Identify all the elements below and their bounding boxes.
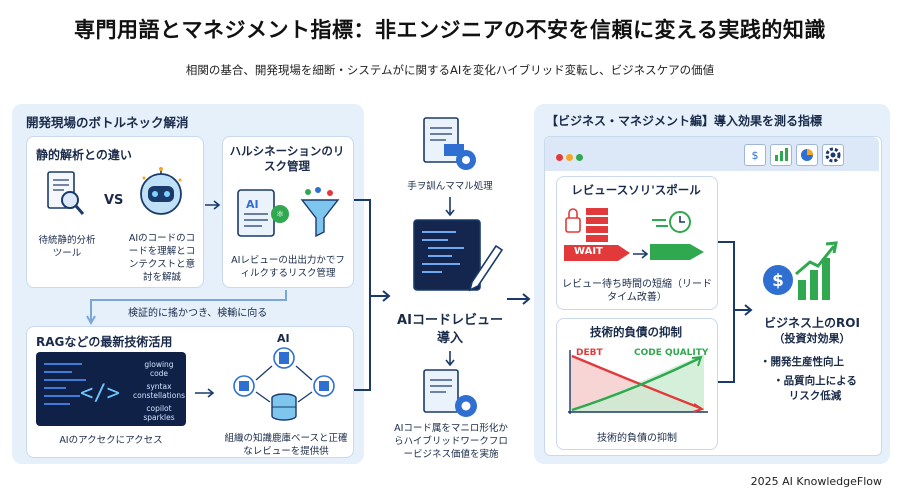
knowledge-base-caption: 組織の知識鹿庫ベースと正確なレビューを提供供 (224, 433, 348, 457)
ai-document-icon: ⚛ (236, 184, 346, 248)
connector-label: 検証的に搖かつき、検輸に向る (128, 308, 268, 319)
code-label-3: copilot sparkles (143, 404, 175, 422)
bar-chart-icon[interactable] (770, 144, 792, 166)
code-editor-icon (412, 218, 504, 298)
flow-connector-left (352, 196, 392, 400)
ai-code-review-label: AIコードレビュー導入 (397, 313, 503, 346)
clock-icon (650, 204, 706, 272)
hallucination-title: ハルシネーションのリスク管理 (229, 144, 345, 173)
svg-text:</>: </> (80, 381, 120, 406)
dollar-doc-icon[interactable]: $ (744, 144, 766, 166)
footer-credit: 2025 AI KnowledgeFlow (750, 475, 882, 488)
leadtime-title: レビュースソリ'スポール (571, 183, 701, 197)
svg-text:⚛: ⚛ (276, 210, 284, 220)
knowledge-base-cycle-icon (226, 346, 346, 434)
robot-icon (134, 166, 188, 224)
code-lines-icon: </> (42, 358, 122, 424)
arrow-right-icon (204, 196, 222, 215)
arrow-right-icon (632, 245, 650, 264)
lock-stack-icon (564, 204, 612, 250)
vs-label: VS (104, 193, 124, 208)
hybrid-workflow-icon (418, 368, 482, 426)
ai-understanding-caption: AIのコードのコードを理解とコンテクストと意討を解誠 (128, 233, 196, 283)
right-panel-title: 【ビジネス・マネジメント編】導入効果を測る指標 (546, 114, 823, 128)
magnifier-document-icon (44, 170, 86, 222)
debt-label: DEBT (576, 348, 603, 358)
static-analysis-card (26, 136, 204, 288)
ai-bubble-label: AI (277, 332, 290, 345)
code-quality-label: CODE QUALITY (634, 348, 709, 358)
arrow-down-icon (444, 350, 456, 372)
wait-arrow (564, 242, 634, 268)
roi-bullet-1: ・開発生産性向上 (760, 356, 844, 368)
leadtime-caption: レビュー待ち時間の短縮（リードタイム改善） (562, 279, 712, 303)
rag-title: RAGなどの最新技術活用 (36, 335, 173, 349)
left-panel-title: 開発現場のボトルネック解消 (26, 115, 189, 130)
flow-connector-right (716, 238, 756, 392)
hallucination-caption: AIレビューの出出力かでフィルクするリスク管理 (231, 255, 345, 279)
page-title: 専門用語とマネジメント指標：非エンジニアの不安を信頼に変える実践的知識 (74, 18, 826, 42)
debt-quality-chart (564, 346, 710, 424)
pie-chart-icon[interactable] (796, 144, 818, 166)
leadtime-card (556, 176, 718, 310)
gear-icon[interactable] (822, 144, 844, 166)
arrow-right-icon (194, 384, 216, 403)
roi-bullet-2: ・品質向上による リスク低減 (773, 375, 857, 402)
debt-caption: 技術的負債の抑制 (597, 433, 677, 444)
arrow-down-icon (444, 196, 456, 222)
manual-process-caption: 手ヲ訓んママル処理 (407, 181, 493, 192)
hybrid-workflow-caption: AIコード属をマニロ形化からハイブリッドワークフロービジネス価値を実施 (394, 423, 508, 460)
code-label-1: glowing code (144, 360, 174, 378)
code-caption: AIのアクセクにアクセス (59, 435, 163, 446)
static-analysis-title: 静的解析との違い (36, 148, 132, 162)
connector-arrow (86, 288, 296, 332)
window-controls (556, 146, 586, 165)
manual-process-icon (418, 114, 482, 180)
page-subtitle: 相関の基合、開発現場を細断・システムがに関するAIを変化ハイブリッド変転し、ビジ… (185, 63, 715, 77)
svg-text:$: $ (752, 149, 759, 162)
hallucination-doc-label: AI (246, 198, 259, 211)
roi-title: ビジネス上のROI (764, 316, 860, 330)
roi-subtitle: （投資対効果） (773, 332, 851, 345)
wait-label: WAIT (574, 246, 603, 257)
roi-growth-icon: $ (760, 236, 840, 308)
svg-text:$: $ (772, 271, 784, 291)
code-label-2: syntax constellations (133, 382, 185, 400)
arrow-right-icon (506, 290, 532, 309)
debt-title: 技術的負債の抑制 (590, 325, 682, 339)
static-tool-caption: 待統静的分析ツール (38, 235, 96, 259)
